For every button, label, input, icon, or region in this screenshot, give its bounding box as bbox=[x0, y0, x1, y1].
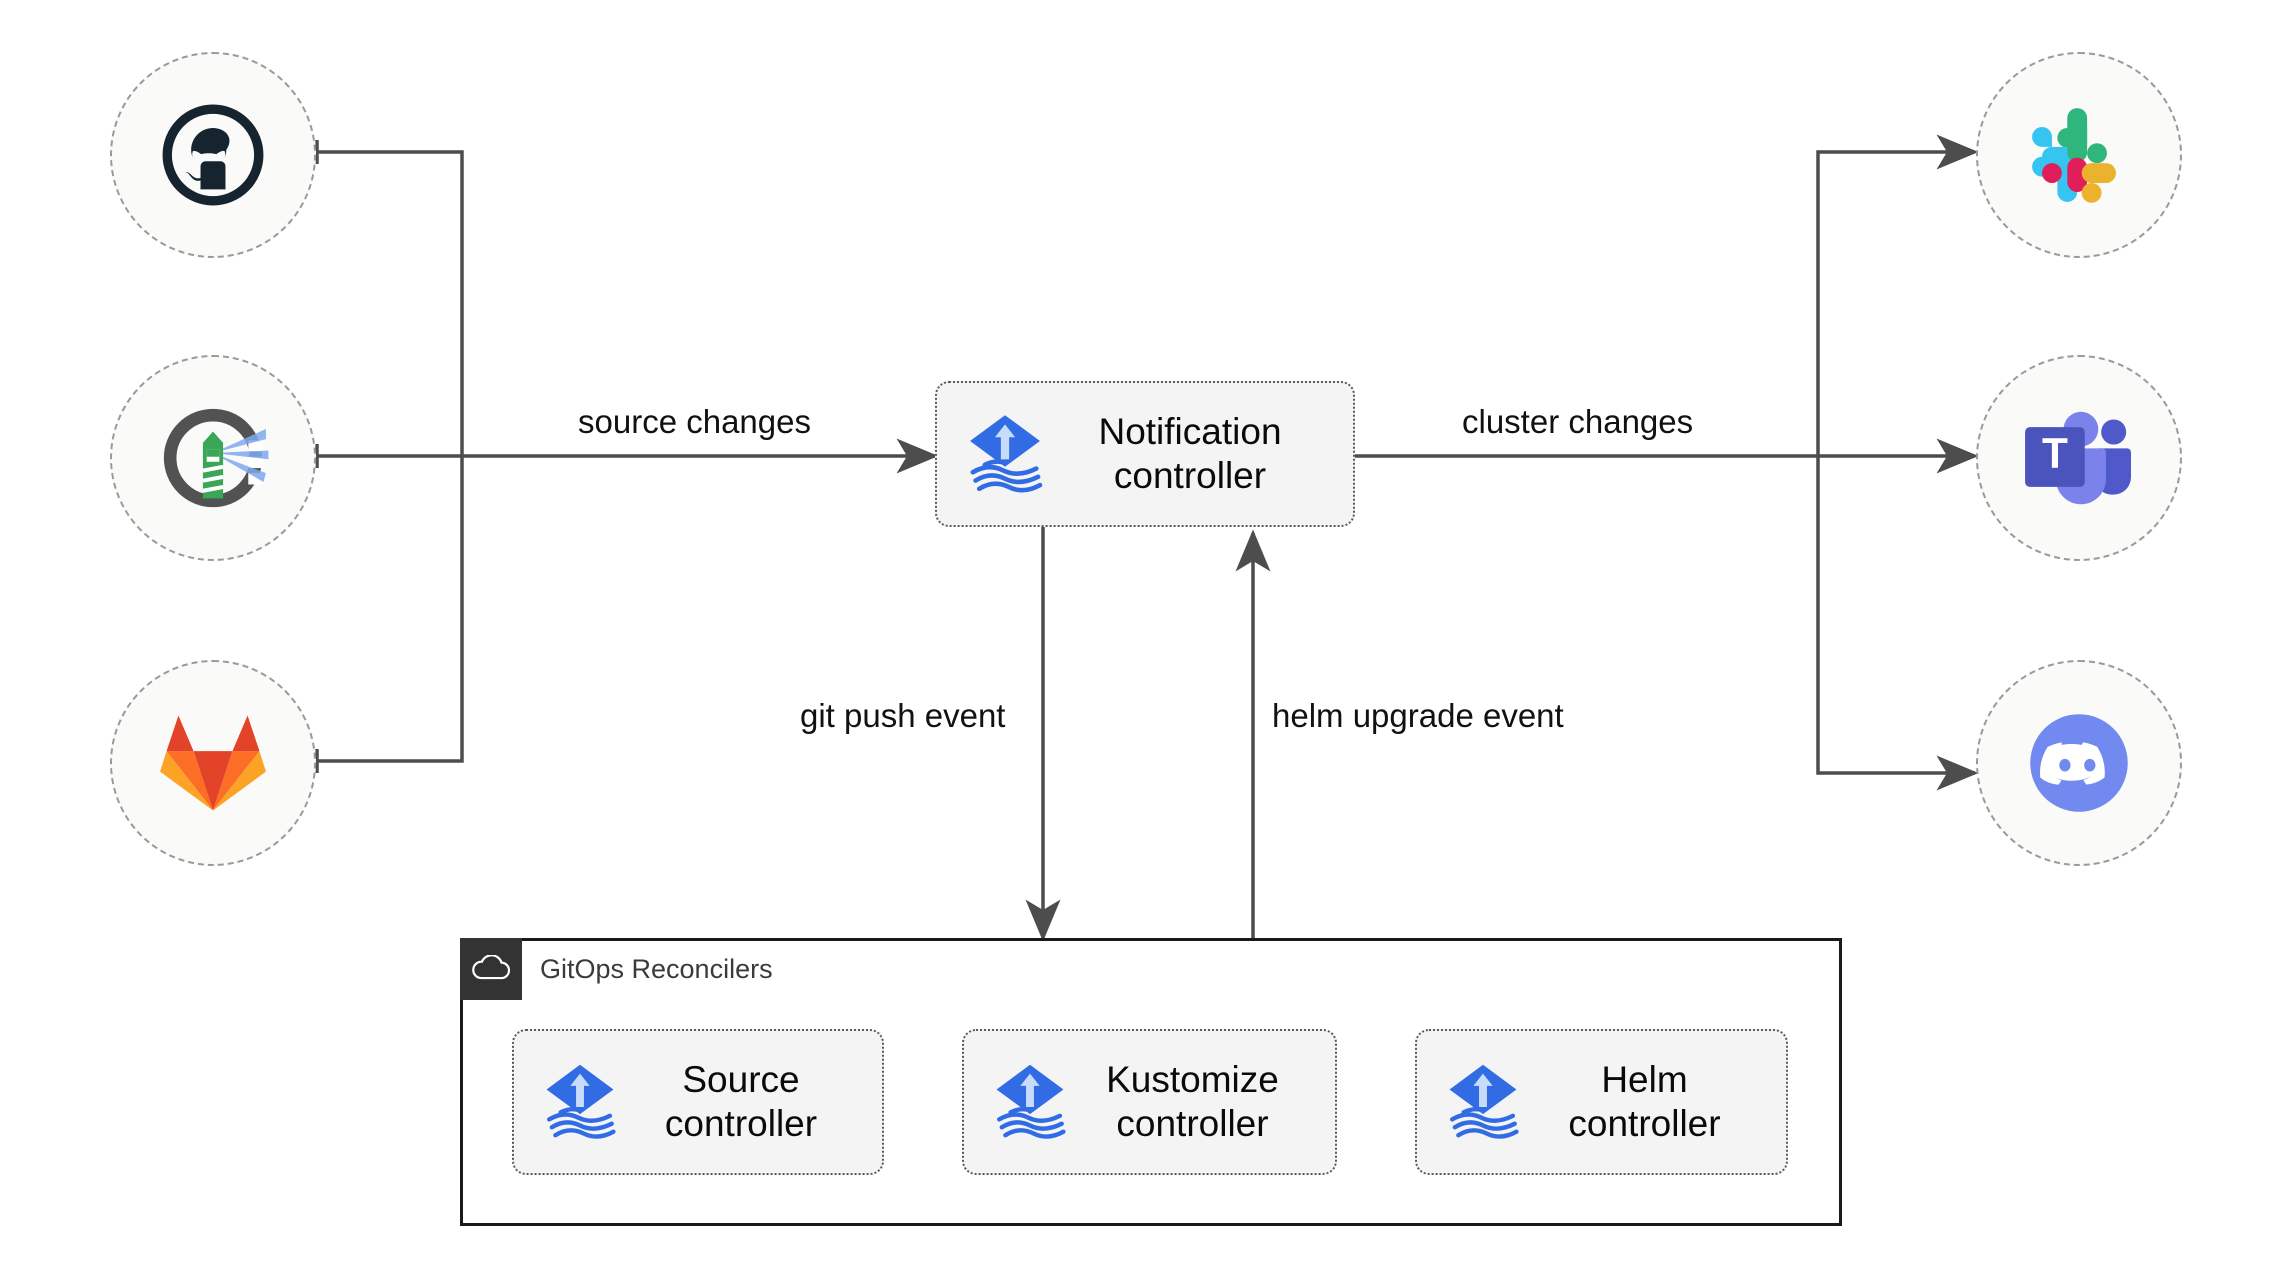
edge-label-cluster-changes: cluster changes bbox=[1462, 403, 1694, 440]
gitops-reconcilers-label: GitOps Reconcilers bbox=[540, 953, 773, 984]
slack-icon bbox=[2032, 108, 2116, 203]
wire-to-discord bbox=[1816, 456, 1979, 791]
wire-github-to-bus bbox=[317, 150, 464, 456]
helm-controller-label: Helm controller bbox=[1568, 1059, 1721, 1144]
wire-to-slack bbox=[1816, 134, 1979, 456]
destination-node-teams[interactable]: T bbox=[1976, 355, 2182, 561]
github-icon bbox=[162, 104, 264, 206]
source-node-flux[interactable] bbox=[110, 355, 316, 561]
svg-text:T: T bbox=[2042, 430, 2068, 477]
flux-logo-icon bbox=[986, 1056, 1074, 1149]
notification-controller-label: Notification controller bbox=[1098, 411, 1282, 496]
flux-logo-icon bbox=[536, 1056, 624, 1149]
source-controller-card[interactable]: Source controller bbox=[512, 1029, 884, 1175]
microsoft-teams-icon: T bbox=[2025, 411, 2131, 505]
kustomize-controller-card[interactable]: Kustomize controller bbox=[962, 1029, 1337, 1175]
wire-gitlab-to-bus bbox=[317, 456, 464, 763]
gitops-reconcilers-header: GitOps Reconcilers bbox=[460, 938, 773, 1000]
source-controller-label: Source controller bbox=[664, 1059, 818, 1144]
helm-controller-card[interactable]: Helm controller bbox=[1415, 1029, 1788, 1175]
destination-node-discord[interactable] bbox=[1976, 660, 2182, 866]
source-node-gitlab[interactable] bbox=[110, 660, 316, 866]
edge-label-git-push-event: git push event bbox=[800, 697, 1006, 734]
flux-lighthouse-icon bbox=[163, 408, 269, 508]
kustomize-controller-label: Kustomize controller bbox=[1106, 1059, 1279, 1144]
flux-logo-icon bbox=[1439, 1056, 1527, 1149]
destination-node-slack[interactable] bbox=[1976, 52, 2182, 258]
gitlab-icon bbox=[160, 715, 266, 811]
edge-label-source-changes: source changes bbox=[578, 403, 811, 440]
source-node-github[interactable] bbox=[110, 52, 316, 258]
cloud-icon bbox=[460, 938, 522, 1000]
flux-logo-icon bbox=[959, 406, 1051, 503]
discord-icon bbox=[2030, 714, 2128, 812]
edge-label-helm-upgrade-event: helm upgrade event bbox=[1272, 697, 1564, 734]
notification-controller-card[interactable]: Notification controller bbox=[935, 381, 1355, 527]
